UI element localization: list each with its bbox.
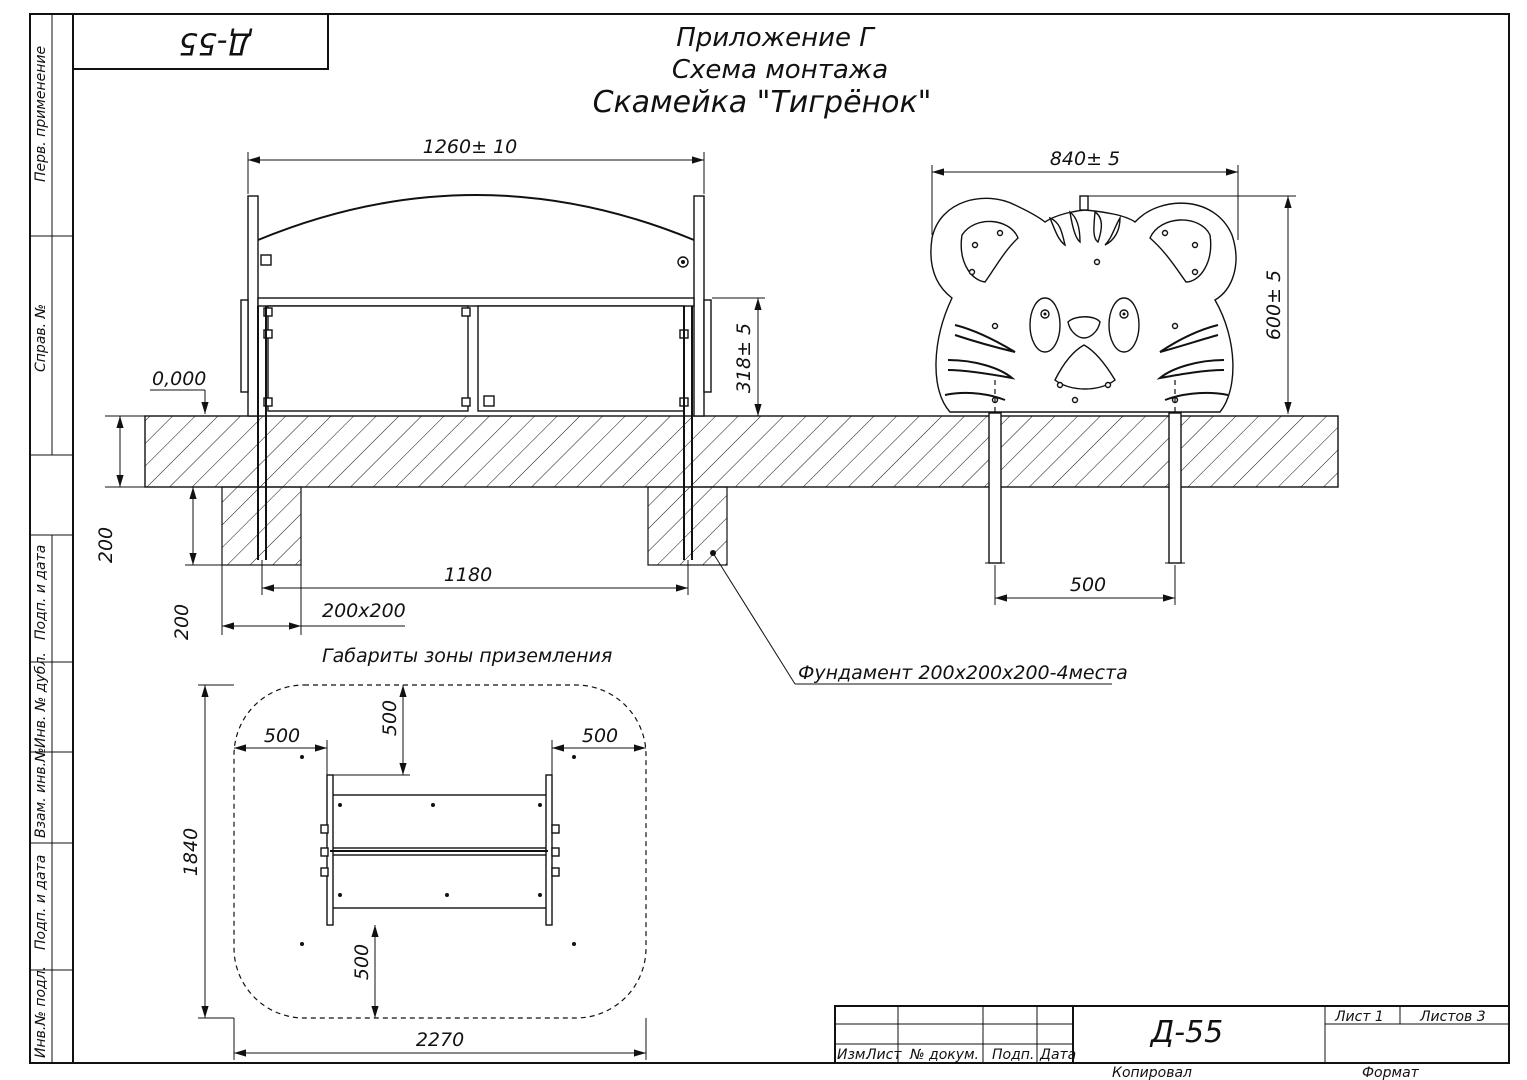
dim-ground-depth: 200 — [95, 527, 117, 563]
landing-zone-plan: Габариты зоны приземления — [233, 645, 647, 1019]
title-line-3: Скамейка "Тигрёнок" — [593, 85, 932, 120]
bench-front-view — [240, 194, 712, 560]
stamp-code-rotated: Д-55 — [179, 26, 253, 61]
dim-seat-height: 318± 5 — [733, 323, 755, 393]
dim-post-spacing: 500 — [1070, 574, 1106, 596]
dim-top-clearance: 500 — [379, 700, 401, 736]
dim-zone-height: 1840 — [180, 828, 202, 876]
tb-sheet: Лист 1 — [1334, 1009, 1384, 1025]
margin-fields: Перв. применение Справ. № Подп. и дата И… — [33, 46, 49, 1058]
dim-bottom-clearance: 500 — [351, 944, 373, 980]
field-vzam-inv: Взам. инв.№ — [33, 747, 49, 838]
tb-copied: Копировал — [1112, 1065, 1192, 1080]
foundations — [221, 486, 728, 566]
field-podp-data-2: Подп. и дата — [33, 855, 49, 950]
side-dimensions: 840± 5 600± 5 500 — [931, 148, 1338, 605]
field-inv-dubl: Инв. № дубл. — [33, 652, 49, 748]
title-block: Изм. Лист № докум. Подп. Дата Д-55 Лист … — [834, 1005, 1510, 1080]
sheet-frame — [29, 13, 1510, 1064]
field-sprav-no: Справ. № — [33, 304, 49, 372]
foundation-note: Фундамент 200х200х200-4места — [798, 662, 1128, 684]
tb-list: Лист — [865, 1047, 902, 1063]
dim-foundation-depth: 200 — [171, 604, 193, 640]
dim-tiger-width: 840± 5 — [1050, 148, 1120, 170]
dim-foundation-size: 200х200 — [322, 600, 406, 622]
tiger-head-outline — [930, 197, 1237, 413]
tb-format: Формат — [1362, 1065, 1420, 1080]
tb-izm: Изм. — [837, 1047, 870, 1063]
tb-data: Дата — [1039, 1047, 1076, 1063]
tb-doc-no: № докум. — [909, 1047, 979, 1063]
dim-right-clearance: 500 — [582, 725, 618, 747]
dim-tiger-height: 600± 5 — [1263, 270, 1285, 340]
ground-section — [105, 415, 1339, 488]
dim-left-clearance: 500 — [264, 725, 300, 747]
tb-code: Д-55 — [1149, 1015, 1223, 1050]
title-line-1: Приложение Г — [676, 23, 876, 53]
zone-dimensions: 500 500 500 500 1840 2270 — [180, 684, 647, 1060]
dim-bench-width: 1260± 10 — [423, 136, 518, 158]
front-dimensions: 1260± 10 318± 5 0,000 200 200 1180 200х2… — [95, 136, 1128, 685]
tb-podp: Подп. — [992, 1047, 1034, 1063]
drawing-title: Приложение Г Схема монтажа Скамейка "Тиг… — [593, 23, 932, 120]
tiger-side-view — [930, 195, 1237, 564]
dim-zone-width: 2270 — [416, 1029, 464, 1051]
level-mark: 0,000 — [152, 368, 206, 390]
field-podp-data-1: Подп. и дата — [33, 545, 49, 640]
tb-sheets-total: Листов 3 — [1419, 1009, 1486, 1025]
field-perv-primenenie: Перв. применение — [33, 46, 49, 182]
top-left-stamp: Д-55 — [72, 13, 329, 70]
title-line-2: Схема монтажа — [672, 55, 888, 85]
zone-caption: Габариты зоны приземления — [322, 645, 612, 667]
dim-post-span: 1180 — [444, 564, 492, 586]
field-inv-podl: Инв.№ подл. — [33, 966, 49, 1058]
